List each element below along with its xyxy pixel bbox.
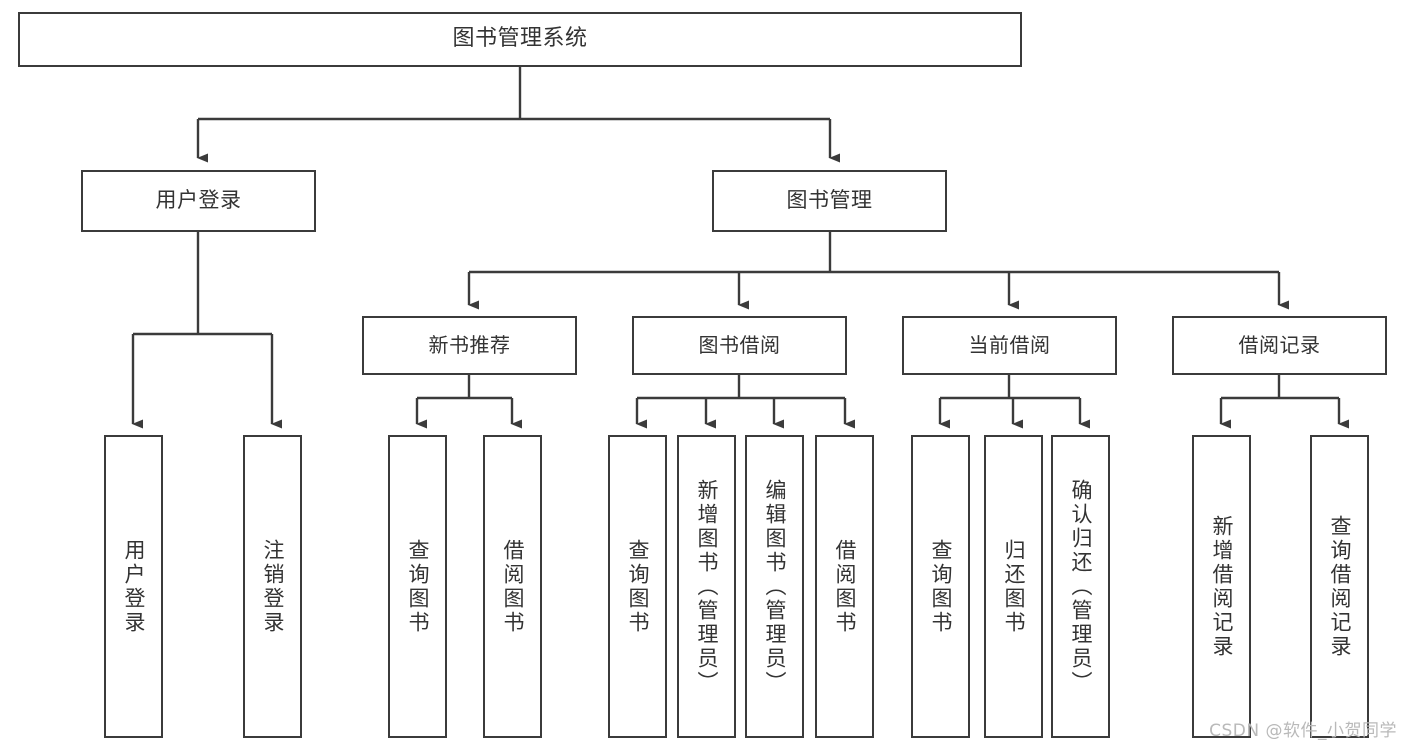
connectors-book-borrow <box>637 375 845 424</box>
node-borrow-record[interactable]: 借阅记录 <box>1172 316 1387 375</box>
node-leaf-query-book-borrow[interactable]: 查询图书 <box>608 435 667 738</box>
node-root-system[interactable]: 图书管理系统 <box>18 12 1022 67</box>
node-label: 查询图书 <box>627 539 648 635</box>
node-user-login[interactable]: 用户登录 <box>81 170 316 232</box>
node-label: 归还图书 <box>1003 539 1024 635</box>
node-leaf-logout[interactable]: 注销登录 <box>243 435 302 738</box>
connectors-user-login <box>133 232 272 424</box>
node-current-borrow[interactable]: 当前借阅 <box>902 316 1117 375</box>
node-book-borrow[interactable]: 图书借阅 <box>632 316 847 375</box>
node-label: 查询图书 <box>407 539 428 635</box>
node-label: 图书管理 <box>787 189 873 213</box>
node-label: 新书推荐 <box>429 334 511 356</box>
node-leaf-borrow-book[interactable]: 借阅图书 <box>815 435 874 738</box>
node-label: 注销登录 <box>262 539 283 635</box>
node-label: 新增图书（管理员） <box>696 479 717 695</box>
node-label: 查询图书 <box>930 539 951 635</box>
node-leaf-query-borrow-record[interactable]: 查询借阅记录 <box>1310 435 1369 738</box>
node-leaf-confirm-return-admin[interactable]: 确认归还（管理员） <box>1051 435 1110 738</box>
node-leaf-borrow-book-recommend[interactable]: 借阅图书 <box>483 435 542 738</box>
node-book-management[interactable]: 图书管理 <box>712 170 947 232</box>
node-label: 确认归还（管理员） <box>1070 479 1091 695</box>
node-label: 图书管理系统 <box>452 27 587 52</box>
node-leaf-edit-book-admin[interactable]: 编辑图书（管理员） <box>745 435 804 738</box>
node-leaf-query-book-recommend[interactable]: 查询图书 <box>388 435 447 738</box>
node-leaf-add-book-admin[interactable]: 新增图书（管理员） <box>677 435 736 738</box>
node-label: 借阅记录 <box>1239 334 1321 356</box>
connectors-book-manage <box>469 232 1279 305</box>
node-leaf-query-book-current[interactable]: 查询图书 <box>911 435 970 738</box>
connectors-new-book-recommend <box>417 375 512 424</box>
watermark-text: CSDN @软件_小贺同学 <box>1209 716 1397 741</box>
node-label: 图书借阅 <box>699 334 781 356</box>
node-label: 借阅图书 <box>834 539 855 635</box>
node-label: 用户登录 <box>156 189 242 213</box>
node-label: 查询借阅记录 <box>1329 515 1350 659</box>
connectors-current-borrow <box>940 375 1080 424</box>
node-label: 借阅图书 <box>502 539 523 635</box>
node-label: 编辑图书（管理员） <box>764 479 785 695</box>
node-label: 当前借阅 <box>969 334 1051 356</box>
node-label: 新增借阅记录 <box>1211 515 1232 659</box>
connectors-root <box>198 67 830 158</box>
node-leaf-add-borrow-record[interactable]: 新增借阅记录 <box>1192 435 1251 738</box>
node-label: 用户登录 <box>123 539 144 635</box>
node-leaf-return-book[interactable]: 归还图书 <box>984 435 1043 738</box>
node-leaf-user-login[interactable]: 用户登录 <box>104 435 163 738</box>
connectors-borrow-record <box>1221 375 1339 424</box>
node-new-book-recommend[interactable]: 新书推荐 <box>362 316 577 375</box>
